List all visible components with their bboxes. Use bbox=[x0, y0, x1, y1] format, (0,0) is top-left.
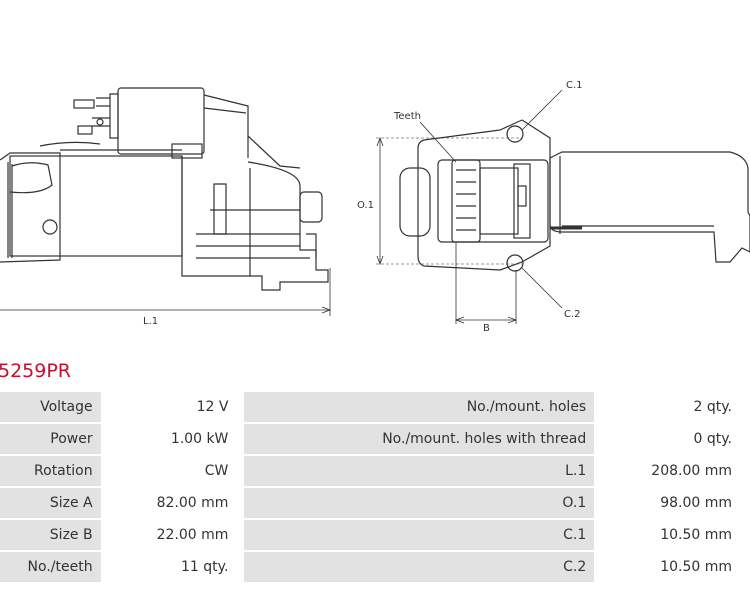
spec-value: 22.00 mm bbox=[100, 520, 237, 550]
starter-technical-drawing: L.1 O.1 Teeth C.1 C.2 B bbox=[0, 80, 750, 334]
spec-value: CW bbox=[100, 456, 237, 486]
dim-label-width-b: B bbox=[483, 323, 490, 334]
spec-value-secondary: 10.50 mm bbox=[594, 552, 740, 582]
spec-label: Size A bbox=[0, 488, 101, 518]
spec-label: No./teeth bbox=[0, 552, 101, 582]
spec-value-secondary: 0 qty. bbox=[594, 424, 740, 454]
spec-label: Size B bbox=[0, 520, 101, 550]
starter-front-view bbox=[376, 89, 750, 324]
spec-label-secondary: C.1 bbox=[236, 520, 595, 550]
spec-label: Power bbox=[0, 424, 101, 454]
spec-value-secondary: 98.00 mm bbox=[594, 488, 740, 518]
dim-label-height: O.1 bbox=[357, 200, 374, 211]
spec-value: 11 qty. bbox=[100, 552, 237, 582]
spec-value-secondary: 208.00 mm bbox=[594, 456, 740, 486]
spec-label-secondary: L.1 bbox=[236, 456, 595, 486]
spec-label: Voltage bbox=[0, 392, 101, 422]
spec-label-secondary: O.1 bbox=[236, 488, 595, 518]
spec-value-secondary: 10.50 mm bbox=[594, 520, 740, 550]
spec-label: Rotation bbox=[0, 456, 101, 486]
spec-label-secondary: No./mount. holes bbox=[236, 392, 595, 422]
dim-label-hole-1: C.1 bbox=[566, 80, 583, 91]
spec-label-secondary: C.2 bbox=[236, 552, 595, 582]
spec-value: 82.00 mm bbox=[100, 488, 237, 518]
spec-label-secondary: No./mount. holes with thread bbox=[236, 424, 595, 454]
starter-side-view bbox=[0, 87, 332, 316]
spec-value-secondary: 2 qty. bbox=[594, 392, 740, 422]
spec-value: 12 V bbox=[100, 392, 237, 422]
spec-value: 1.00 kW bbox=[100, 424, 237, 454]
dim-label-teeth: Teeth bbox=[393, 111, 421, 122]
dim-label-length: L.1 bbox=[143, 316, 158, 327]
part-number-title: 5259PR bbox=[0, 360, 72, 382]
dim-label-hole-2: C.2 bbox=[564, 309, 581, 320]
